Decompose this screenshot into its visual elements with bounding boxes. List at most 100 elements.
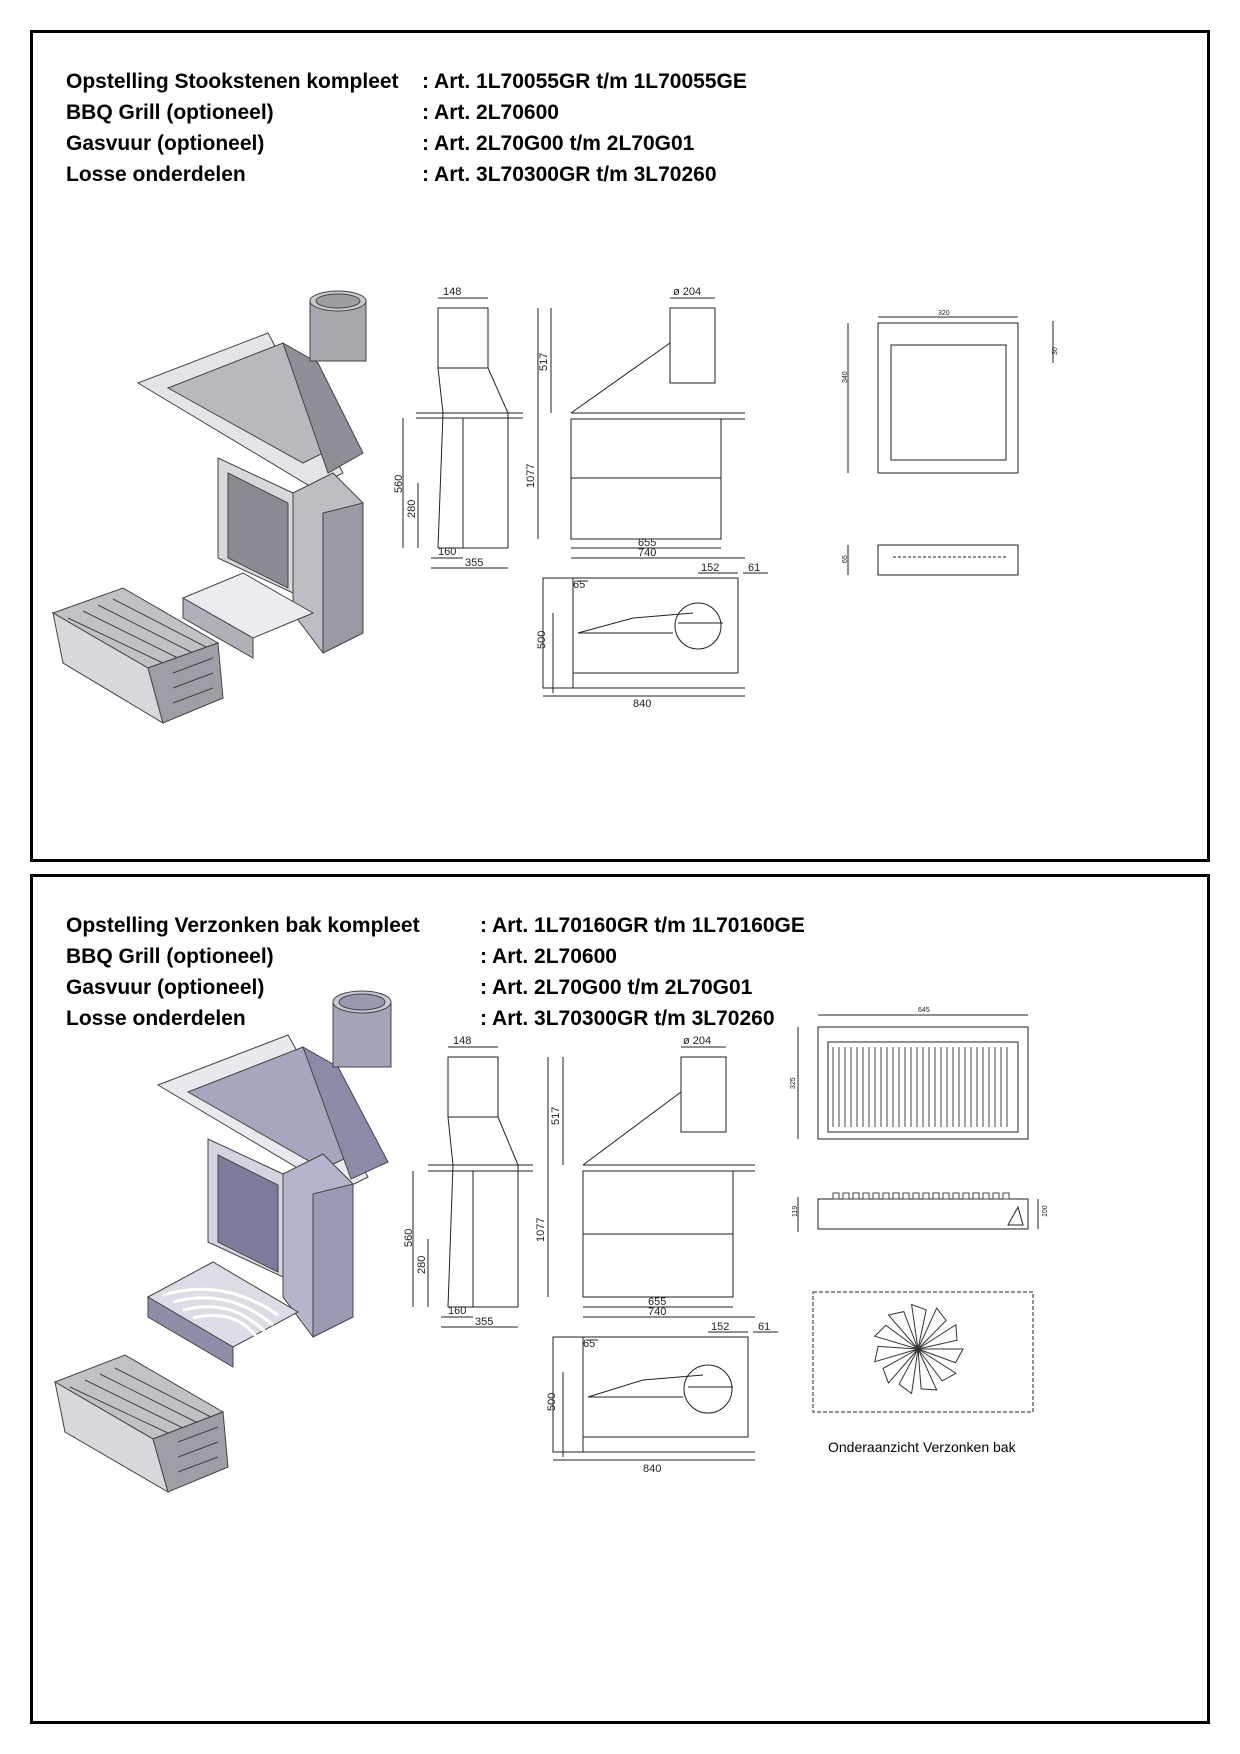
dim-label: ø 204: [683, 1035, 711, 1047]
dim-label: 840: [643, 1463, 661, 1475]
dim-label: 160: [448, 1305, 466, 1317]
grate-tooth: [922, 1192, 930, 1200]
dim-label: 65: [583, 1338, 595, 1350]
drawing-area: 148 560 280 160 355 ø 204 517 1077 655 7…: [53, 990, 1049, 1494]
dim-label: 320: [938, 310, 950, 317]
spec-value: : Art. 1L70055GR t/m 1L70055GE: [422, 70, 747, 93]
panel-stookstenen: Opstelling Stookstenen kompleet : Art. 1L…: [30, 30, 1210, 862]
spec-row: Opstelling Stookstenen kompleet : Art. 1L…: [66, 66, 747, 97]
grate-tooth: [862, 1192, 870, 1200]
side-view-drawing: [412, 1046, 533, 1328]
dim-label: 1077: [535, 1218, 547, 1242]
grate-tooth: [972, 1192, 980, 1200]
vane: [910, 1303, 927, 1350]
dim-label: 500: [546, 1393, 558, 1411]
grate-tray-illustration: [146, 1261, 300, 1368]
dim-label: 280: [406, 500, 418, 518]
dim-label: 280: [416, 1256, 428, 1274]
dim-label: 65: [842, 555, 849, 563]
dim-label: 100: [1042, 1205, 1049, 1217]
dim-label: 517: [538, 353, 550, 371]
tray-drawing: [847, 316, 1054, 576]
grate-bars: [832, 1047, 1008, 1127]
radial-vanes-icon: [873, 1303, 964, 1395]
dim-label: 65: [573, 579, 585, 591]
grate-tooth: [902, 1192, 910, 1200]
grate-side-view: [797, 1197, 1039, 1232]
spec-list: Opstelling Verzonken bak kompleet: Art. …: [66, 910, 805, 1034]
spec-list: Opstelling Stookstenen kompleet : Art. 1L…: [66, 66, 747, 190]
spec-label: Opstelling Stookstenen kompleet: [66, 70, 399, 93]
dim-label: 152: [701, 562, 719, 574]
dim-label: 500: [536, 631, 548, 649]
dim-label: 655: [648, 1296, 666, 1308]
vane: [873, 1324, 919, 1350]
dim-label: 340: [842, 371, 849, 383]
grate-tooth: [842, 1192, 850, 1200]
dim-label: 740: [648, 1306, 666, 1318]
vane: [917, 1348, 957, 1382]
vane: [917, 1348, 964, 1364]
bottom-view-drawing: [812, 1291, 1034, 1413]
spec-label: Losse onderdelen: [66, 1007, 246, 1030]
spec-label: Gasvuur (optioneel): [66, 132, 265, 155]
vane: [882, 1348, 919, 1384]
dim-label: 152: [711, 1321, 729, 1333]
dim-label: 61: [758, 1321, 770, 1333]
dim-label: 645: [918, 1007, 930, 1014]
grate-teeth: [832, 1192, 1010, 1200]
dim-label: 355: [465, 557, 483, 569]
dim-label: 740: [638, 547, 656, 559]
dim-label: 160: [438, 546, 456, 558]
dim-label: 560: [393, 475, 405, 493]
grate-tooth: [832, 1192, 840, 1200]
dim-label: 325: [790, 1077, 797, 1089]
dim-label: 655: [638, 537, 656, 549]
grate-tooth: [942, 1192, 950, 1200]
bbq-grill-illustration: [53, 1354, 229, 1494]
spec-row: BBQ Grill (optioneel) : Art. 2L70600: [66, 941, 805, 972]
dim-label: 355: [475, 1316, 493, 1328]
spec-row: Losse onderdelen: Art. 3L70300GR t/m 3L7…: [66, 1003, 805, 1034]
spec-value: : Art. 2L70G00 t/m 2L70G01: [422, 132, 695, 155]
dim-label: 517: [550, 1107, 562, 1125]
dim-label: 30: [1052, 347, 1059, 355]
spec-value: : Art. 1L70160GR t/m 1L70160GE: [480, 914, 805, 937]
vane: [898, 1348, 919, 1395]
spec-value: : Art. 2L70600: [422, 101, 559, 124]
spec-value: : Art. 2L70G00 t/m 2L70G01: [480, 976, 753, 999]
spec-label: BBQ Grill (optioneel): [66, 945, 274, 968]
dim-label: 148: [443, 286, 461, 298]
dim-label: 119: [792, 1206, 799, 1217]
dim-label: 840: [633, 698, 651, 710]
grate-tooth: [892, 1192, 900, 1200]
grate-tooth: [882, 1192, 890, 1200]
dim-label: 560: [403, 1229, 415, 1247]
bbq-grill-illustration: [51, 587, 224, 725]
grate-tooth: [912, 1192, 920, 1200]
bottom-view-caption: Onderaanzicht Verzonken bak: [828, 1439, 1016, 1455]
front-view-drawing: [537, 297, 745, 559]
vane: [917, 1307, 947, 1350]
dim-label: ø 204: [673, 286, 701, 298]
grate-top-view: [797, 1014, 1029, 1140]
vane: [917, 1323, 958, 1350]
spec-row: BBQ Grill (optioneel) : Art. 2L70600: [66, 97, 747, 128]
grate-tooth: [872, 1192, 880, 1200]
spec-value: : Art. 2L70600: [480, 945, 617, 968]
isometric-fireplace-illustration: [51, 290, 367, 725]
grate-tooth: [1002, 1192, 1010, 1200]
grate-tooth: [852, 1192, 860, 1200]
front-view-drawing: [547, 1046, 755, 1318]
dim-label: 61: [748, 562, 760, 574]
top-view-drawing: [542, 572, 768, 697]
spec-value: : Art. 3L70300GR t/m 3L70260: [422, 163, 717, 186]
dim-label: 1077: [525, 464, 537, 488]
grate-tooth: [952, 1192, 960, 1200]
spec-label: BBQ Grill (optioneel): [66, 101, 274, 124]
top-view-drawing: [552, 1331, 778, 1461]
isometric-fireplace-illustration: [53, 990, 392, 1494]
drawing-area: 148 560 280 160 355 ø 204 517 1077 655 7…: [51, 286, 1059, 725]
vane: [874, 1345, 919, 1363]
grate-tooth: [982, 1192, 990, 1200]
